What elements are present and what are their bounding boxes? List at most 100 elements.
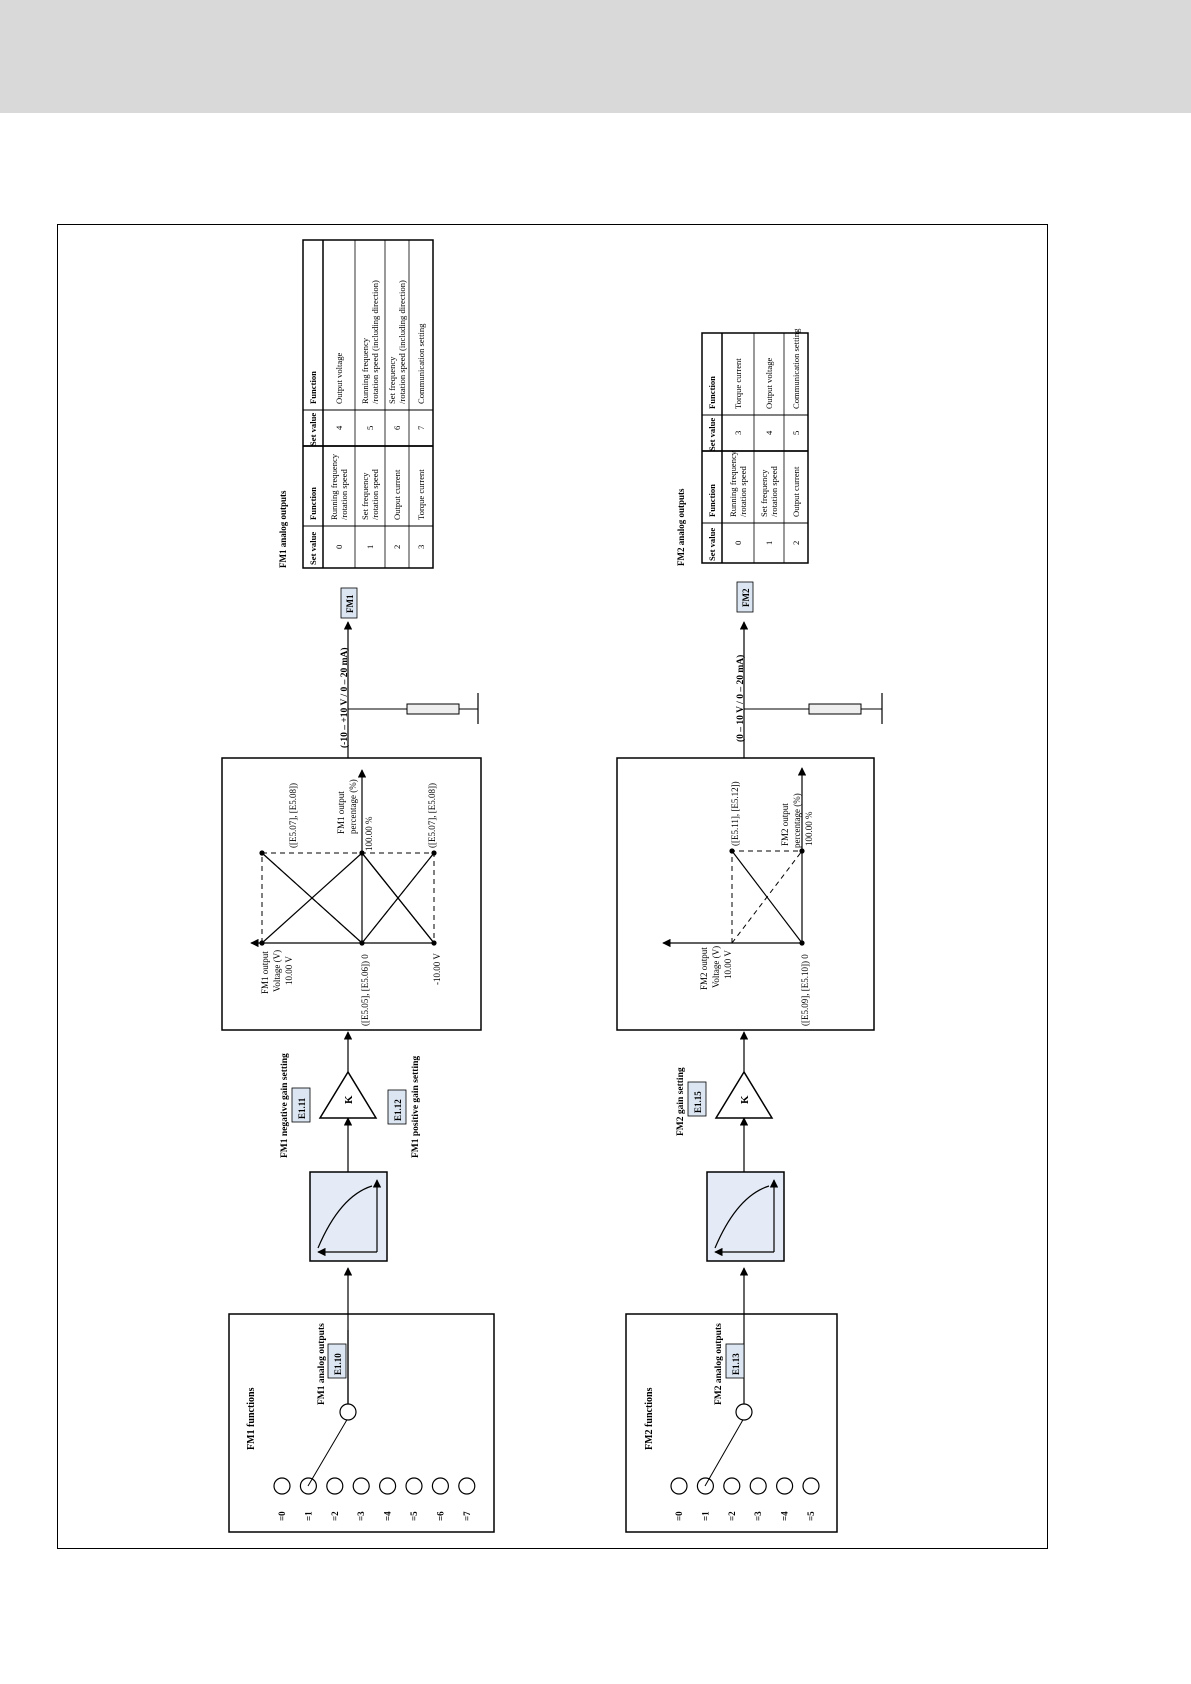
- fm2-load-resistor: [808, 703, 862, 715]
- selector-option-terminal[interactable]: [775, 1477, 794, 1495]
- fm1-gain-symbol: K: [343, 1095, 355, 1104]
- selector-option-terminal[interactable]: [326, 1477, 344, 1495]
- fm2-max-point: [799, 848, 805, 854]
- selector-option-terminal[interactable]: [749, 1477, 767, 1495]
- fm2-x-label-1: FM2 output: [780, 803, 790, 846]
- fm1-table-title: FM1 analog outputs: [278, 490, 288, 568]
- fm2-y-max-label: 10.00 V: [723, 950, 733, 979]
- fm1-negative-gain-label: FM1 negative gain setting: [280, 1053, 290, 1158]
- table-cell: 1: [764, 541, 774, 545]
- selector-option-terminal[interactable]: [379, 1477, 397, 1495]
- fm1-selector-options: =0=1=2=3=4=5=6=7: [273, 1477, 476, 1521]
- selector-option-terminal[interactable]: [352, 1477, 370, 1495]
- fm1-positive-gain-label: FM1 positive gain setting: [411, 1056, 421, 1158]
- table-cell: 0: [733, 541, 743, 545]
- fm1-terminal: [340, 587, 358, 619]
- fm1-load-resistor: [406, 703, 460, 715]
- diagram-frame: [57, 224, 1048, 1549]
- fm1-top-point-label: ([E5.07], [E5.08]): [288, 783, 298, 848]
- table-cell: 4: [764, 430, 774, 435]
- table-cell: Communication setting: [416, 323, 426, 404]
- table-cell: Communication setting: [791, 328, 801, 409]
- fm2-param-e113: [725, 1343, 745, 1379]
- table-cell: /rotation speed (including direction): [370, 280, 380, 404]
- selector-option-label: =5: [409, 1511, 419, 1521]
- selector-option-terminal[interactable]: [723, 1477, 741, 1495]
- table-cell: 2: [392, 545, 402, 549]
- fm2-gain-amplifier: [714, 1070, 774, 1119]
- fm2-analog-outputs-label: FM2 analog outputs: [714, 1323, 724, 1405]
- fm1-bottom-point: [431, 850, 437, 856]
- table-cell: 6: [392, 425, 402, 430]
- table-cell: 0: [334, 545, 344, 549]
- table-cell: 5: [791, 431, 801, 435]
- fm2-switch-lever: [704, 1417, 745, 1487]
- selector-option-terminal[interactable]: [802, 1477, 820, 1495]
- fm2-terminal-text: FM2: [741, 588, 751, 607]
- table-cell: Set frequency: [759, 469, 769, 517]
- fm1-terminal-text: FM1: [345, 594, 355, 613]
- table-cell: Output voltage: [334, 352, 344, 404]
- table-header-cell: Set value: [308, 413, 318, 446]
- selector-option-terminal[interactable]: [670, 1477, 688, 1495]
- table-cell: 1: [365, 545, 375, 549]
- selector-option-label: =3: [753, 1511, 763, 1521]
- table-cell: 3: [416, 545, 426, 549]
- fm2-x-max-label: 100.00 %: [804, 811, 814, 846]
- selector-option-label: =3: [356, 1511, 366, 1521]
- fm1-param-e112: [387, 1089, 407, 1125]
- fm1-filter-curve: [317, 1185, 373, 1249]
- table-header-cell: Function: [308, 487, 318, 520]
- table-header-cell: Function: [707, 484, 717, 517]
- fm1-output-range: (-10 – +10 V / 0 – 20 mA): [339, 647, 350, 748]
- fm2-output-range: (0 – 10 V / 0 – 20 mA): [735, 655, 746, 742]
- table-header-cell: Function: [707, 376, 717, 409]
- fm2-section: FM2 functions =0=1=2=3=4=5 FM2 analog ou…: [616, 328, 883, 1533]
- selector-option-terminal[interactable]: [405, 1477, 423, 1495]
- fm1-origin-point: [359, 940, 365, 946]
- selector-option-terminal[interactable]: [273, 1477, 291, 1495]
- table-cell: Output voltage: [764, 357, 774, 409]
- fm1-bottom-point-label: ([E5.07], [E5.08]): [427, 783, 437, 848]
- table-header-cell: Set value: [707, 418, 717, 451]
- fm2-y-label-2: Voltage (V): [711, 946, 721, 988]
- fm1-origin-label: ([E5.05], [E5.06]) 0: [360, 954, 370, 1026]
- table-cell: Torque current: [416, 469, 426, 520]
- fm1-x-label-2: percentage (%): [348, 779, 358, 834]
- fm2-filter-block: [706, 1171, 785, 1262]
- fm1-max-point: [359, 850, 365, 856]
- table-cell: /rotation speed: [370, 468, 380, 520]
- selector-option-terminal[interactable]: [458, 1477, 476, 1495]
- selector-option-label: =1: [303, 1511, 313, 1521]
- fm1-x-label-1: FM1 output: [336, 791, 346, 834]
- fm1-x-max-label: 100.00 %: [364, 816, 374, 851]
- selector-option-label: =7: [462, 1511, 472, 1521]
- header-band: [0, 0, 1191, 113]
- table-header-cell: Set value: [308, 532, 318, 565]
- fm2-selector-box: [625, 1313, 838, 1533]
- fm1-graph-box: [221, 757, 482, 1031]
- table-cell: 3: [733, 431, 743, 435]
- fm2-origin-point: [799, 940, 805, 946]
- fm1-section: FM1 functions =0=1=2=3=4=5=6=7 FM1 analo…: [221, 239, 495, 1533]
- table-border: [701, 332, 809, 564]
- fm1-y-label-1: FM1 output: [260, 951, 270, 994]
- table-cell: Running frequency: [329, 453, 339, 520]
- fm2-top-point: [729, 848, 735, 854]
- fm2-top-point-label: ([E5.11], [E5.12]): [730, 781, 740, 846]
- table-header-cell: Function: [308, 371, 318, 404]
- fm2-selector-options: =0=1=2=3=4=5: [670, 1477, 820, 1521]
- table-cell: 4: [334, 425, 344, 430]
- selector-option-label: =1: [700, 1511, 710, 1521]
- selector-option-terminal[interactable]: [431, 1477, 449, 1495]
- selector-option-label: =6: [435, 1511, 445, 1521]
- fm1-gain-amplifier: [318, 1070, 378, 1119]
- fm2-functions-title: FM2 functions: [644, 1387, 655, 1450]
- fm1-top-point: [259, 850, 265, 856]
- fm1-filter-block: [309, 1171, 388, 1262]
- fm2-graph: FM2 output Voltage (V) 10.00 V ([E5.09],…: [662, 767, 814, 1026]
- fm2-param-e115-text: E1.15: [693, 1091, 703, 1113]
- fm1-param-e112-text: E1.12: [393, 1099, 403, 1121]
